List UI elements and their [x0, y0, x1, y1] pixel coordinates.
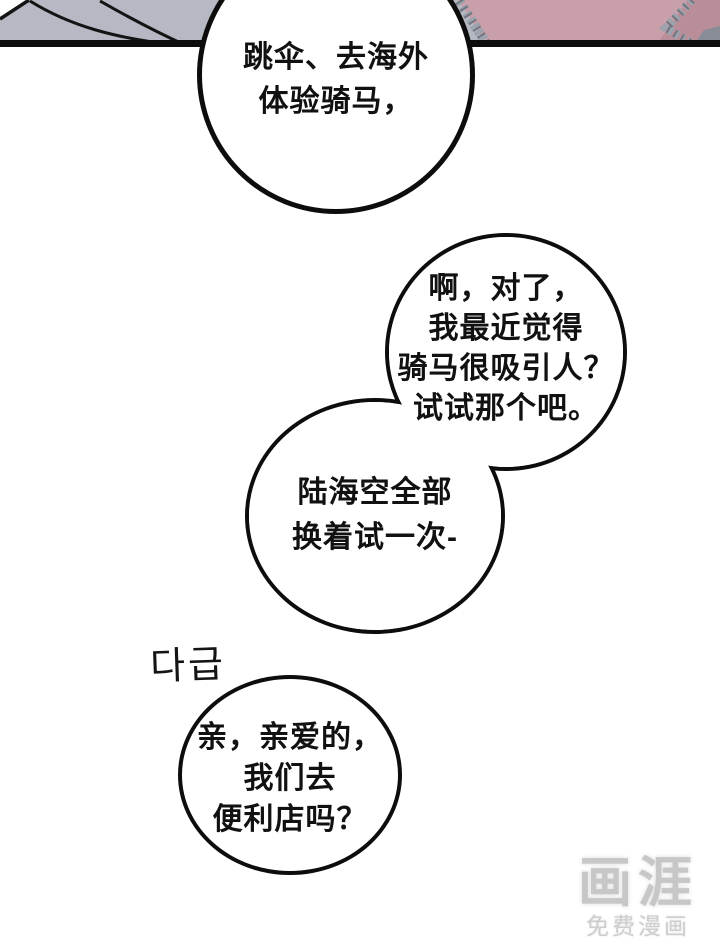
speech-bubble-top	[197, 0, 475, 214]
speech-bubble-bottom	[178, 675, 402, 875]
knit-trim-edge	[658, 0, 700, 47]
bubble-text-line: 骑马很吸引人？	[397, 352, 615, 385]
watermark-logo: 画涯	[578, 853, 698, 913]
speech-bubble-right-text: 啊，对了， 我最近觉得 骑马很吸引人？ 试试那个吧。	[385, 269, 627, 429]
bubble-text-line: 跳伞、去海外	[243, 41, 429, 74]
bubble-text-line: 亲，亲爱的，	[197, 721, 383, 754]
clothing-edge-line	[0, 0, 30, 21]
sfx-korean-text: 다급	[149, 643, 227, 689]
speech-bubble-middle-fill	[249, 402, 501, 630]
bubble-text-line: 体验骑马，	[258, 85, 414, 118]
speech-bubble-bottom-text: 亲，亲爱的， 我们去 便利店吗？	[178, 717, 402, 840]
bubble-text-line: 我最近觉得	[428, 312, 584, 345]
watermark-tagline: 免费漫画	[586, 913, 690, 939]
bubble-text-line: 我们去	[243, 762, 337, 795]
speech-bubble-middle-text: 陆海空全部 换着试一次-	[245, 470, 505, 560]
bubble-text-line: 啊，对了，	[428, 272, 584, 305]
bubble-text-line: 陆海空全部	[297, 476, 453, 509]
speech-bubble-top-text: 跳伞、去海外 体验骑马，	[197, 36, 475, 124]
knit-trim-texture	[455, 0, 492, 47]
bubble-text-line: 便利店吗？	[212, 803, 368, 836]
pink-sofa-shape	[458, 0, 720, 47]
watermark: 画涯 免费漫画	[578, 855, 698, 939]
bubble-text-line: 试试那个吧。	[413, 392, 599, 425]
bubble-text-line: 换着试一次-	[292, 521, 458, 554]
